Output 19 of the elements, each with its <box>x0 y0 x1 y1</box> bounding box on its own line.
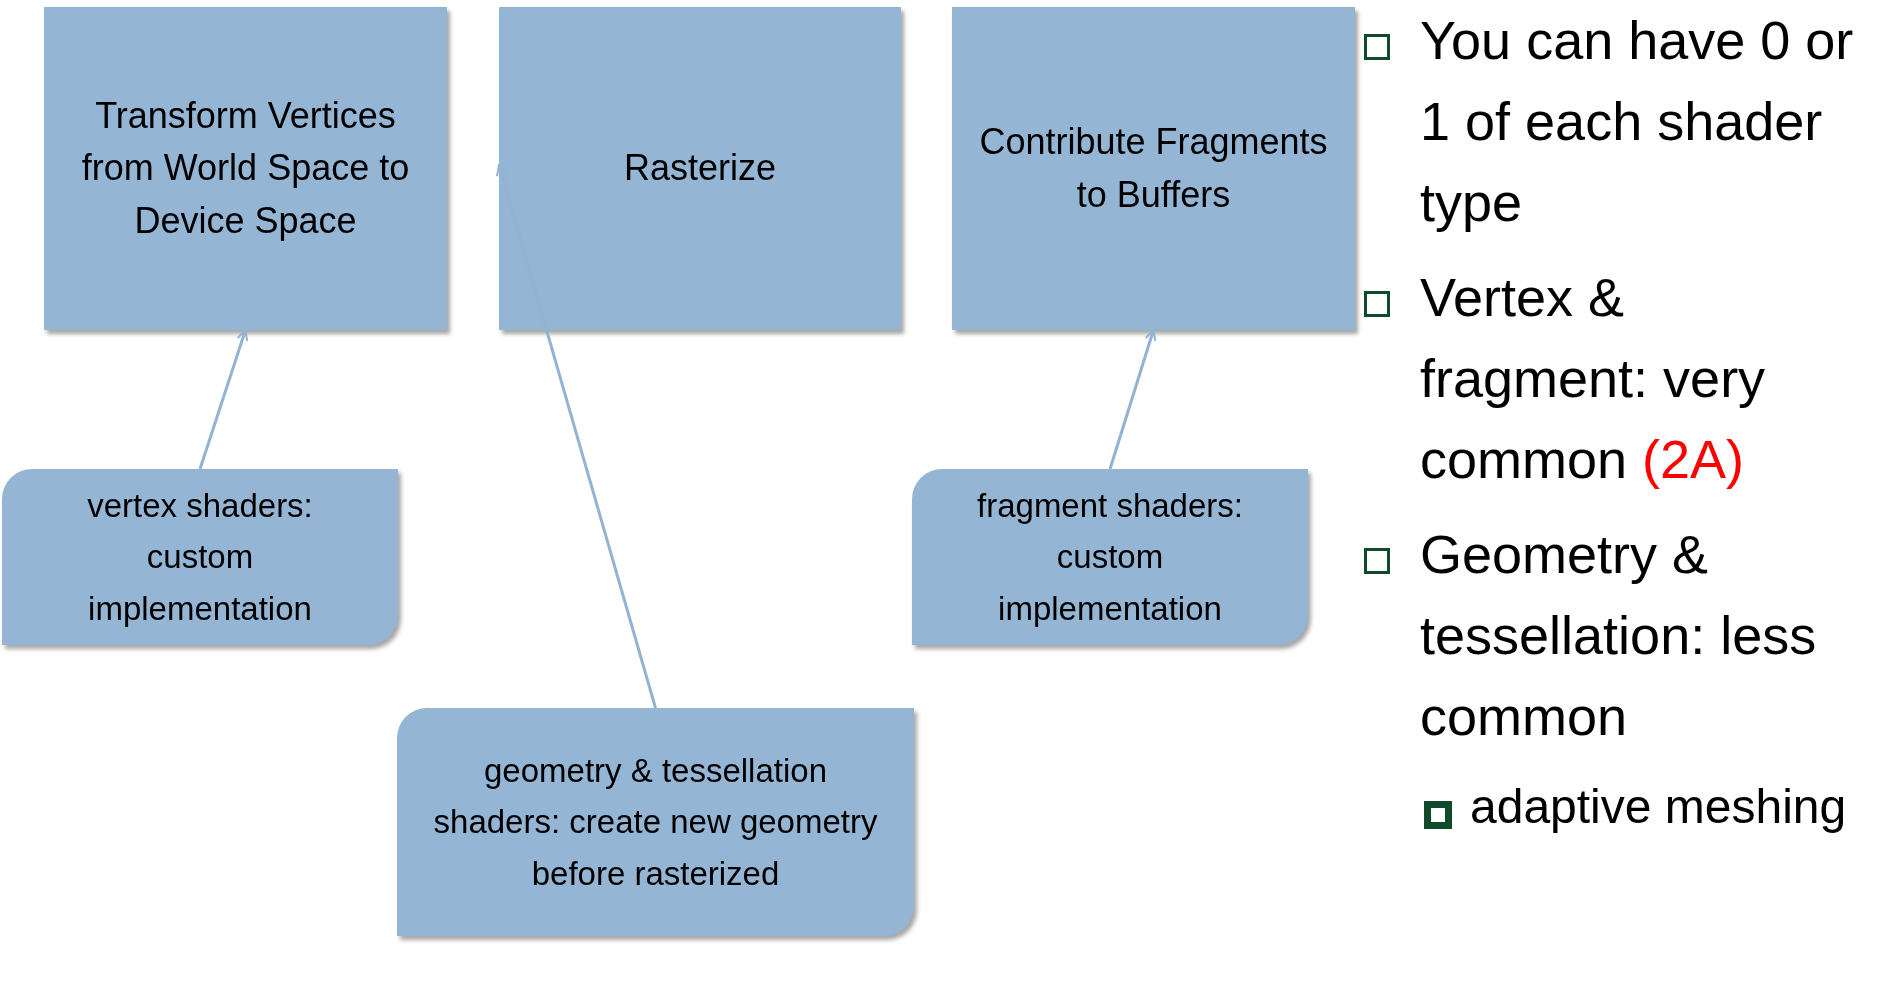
callout-box <box>2 469 398 645</box>
process-box <box>952 7 1355 330</box>
box-text: Transform Vertices from World Space to Device Space <box>80 94 411 243</box>
box-text: fragment shaders: custom implementation <box>976 486 1244 629</box>
box-text: Rasterize <box>623 146 777 191</box>
process-box <box>499 7 901 330</box>
bullet-text: adaptive meshing <box>1470 779 1848 835</box>
box-text: vertex shaders: custom implementation <box>86 486 314 629</box>
arrow <box>1108 329 1157 470</box>
box-text: Contribute Fragments to Buffers <box>978 120 1329 217</box>
arrow <box>495 164 657 709</box>
callout-box <box>912 469 1308 645</box>
bullet-text: You can have 0 or 1 of each shader type <box>1420 9 1855 234</box>
process-box <box>44 7 447 330</box>
callout-box <box>397 708 914 936</box>
box-text: geometry & tessellation shaders: create new geometry before rasterized <box>432 751 879 894</box>
bullet-text: Geometry & tessellation: less common <box>1420 523 1818 748</box>
arrow <box>198 329 249 470</box>
bullet-text: Vertex & fragment: very common (2A) <box>1420 266 1767 491</box>
